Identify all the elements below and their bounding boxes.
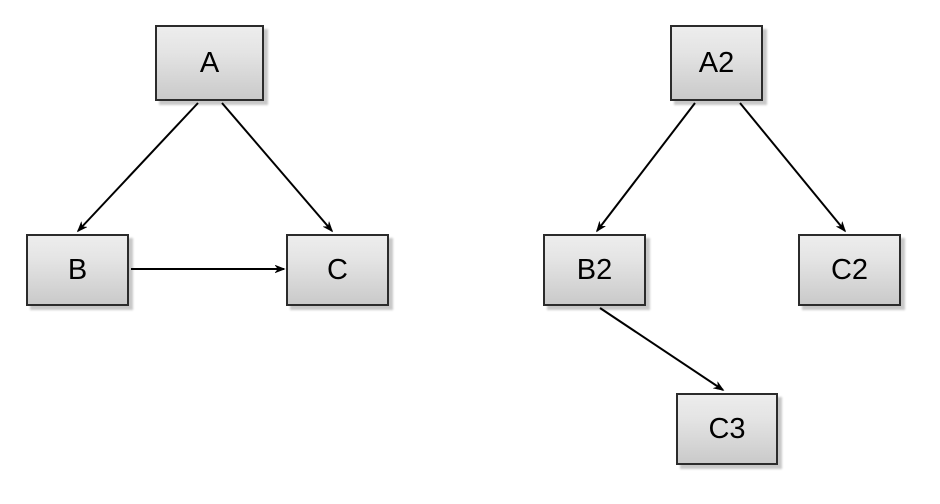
- node-b-label: B: [67, 253, 88, 286]
- edge-a-b[interactable]: [78, 102, 199, 231]
- node-a2-label: A2: [698, 46, 735, 79]
- node-c2-label: C2: [830, 253, 869, 286]
- node-b2-label: B2: [576, 253, 613, 286]
- node-c2[interactable]: C2: [798, 234, 901, 306]
- node-a-label: A: [199, 46, 220, 79]
- node-b[interactable]: B: [26, 234, 129, 306]
- edges-group: [78, 102, 845, 390]
- edge-a2-b2[interactable]: [597, 102, 696, 231]
- node-a2[interactable]: A2: [670, 25, 763, 101]
- node-c3-label: C3: [708, 412, 746, 445]
- edge-b2-c3[interactable]: [599, 307, 723, 390]
- node-c[interactable]: C: [286, 234, 389, 306]
- node-b2[interactable]: B2: [543, 234, 646, 306]
- node-a[interactable]: A: [155, 25, 264, 101]
- edge-a-c[interactable]: [221, 102, 332, 231]
- node-c3[interactable]: C3: [676, 393, 778, 465]
- node-c-label: C: [327, 253, 348, 286]
- edge-a2-c2[interactable]: [739, 102, 845, 231]
